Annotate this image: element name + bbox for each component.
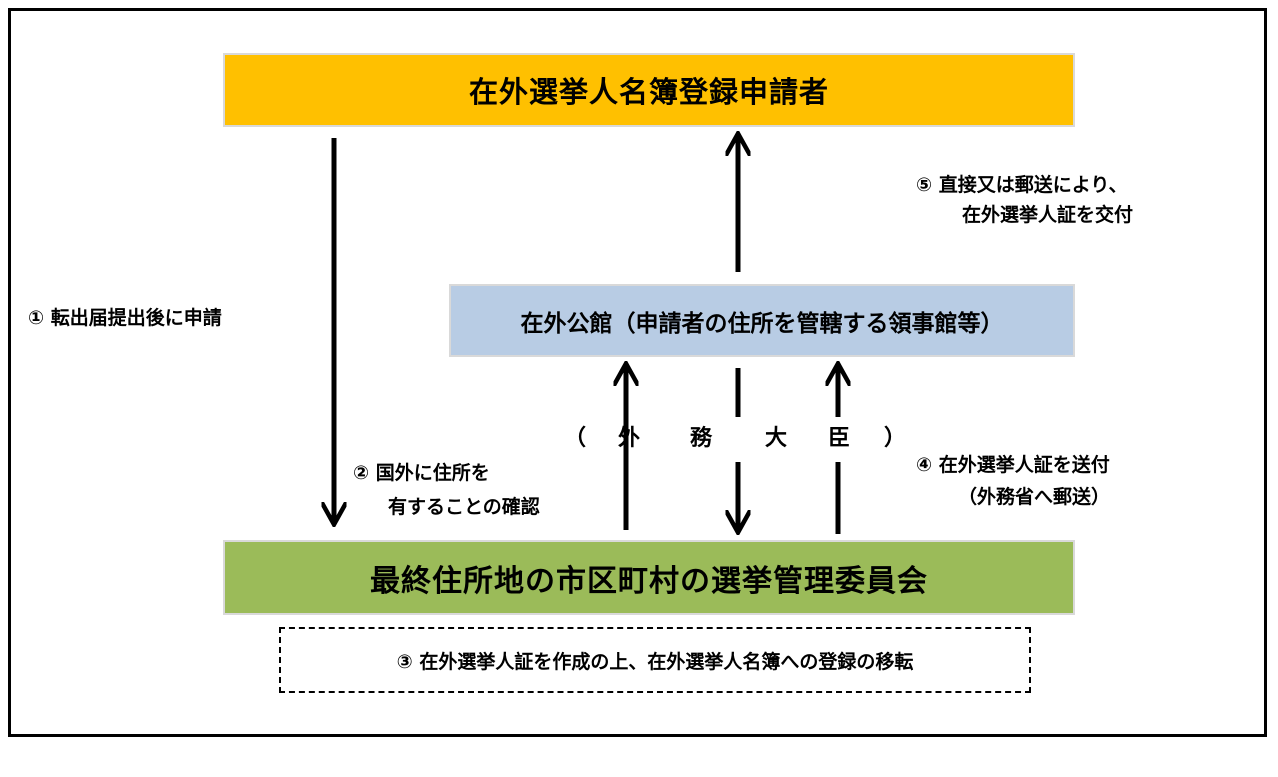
applicant-node: 在外選挙人名簿登録申請者: [223, 53, 1075, 127]
mofa-char-3: 大: [765, 426, 788, 451]
step2-label-line1: ② 国外に住所を: [353, 462, 490, 484]
consulate-node: 在外公館（申請者の住所を管轄する領事館等）: [449, 284, 1075, 357]
mofa-char-4: 臣: [828, 426, 851, 451]
election-committee-label: 最終住所地の市区町村の選挙管理委員会: [370, 563, 928, 599]
mofa-open-paren: （: [564, 426, 587, 451]
diagram-frame: [8, 8, 1267, 737]
consulate-label: 在外公館（申請者の住所を管轄する領事館等）: [520, 310, 1004, 337]
mofa-char-1: 外: [618, 426, 641, 451]
election-committee-node: 最終住所地の市区町村の選挙管理委員会: [223, 540, 1075, 615]
applicant-label: 在外選挙人名簿登録申請者: [468, 75, 829, 109]
step5-label-line1: ⑤ 直接又は郵送により、: [916, 174, 1128, 196]
step4-label-line1: ④ 在外選挙人証を送付: [916, 454, 1110, 476]
step2-label-line2: 有することの確認: [388, 496, 540, 518]
mofa-char-2: 務: [690, 426, 713, 451]
step1-label: ① 転出届提出後に申請: [28, 307, 222, 329]
step3-label: ③ 在外選挙人証を作成の上、在外選挙人名簿への登録の移転: [396, 650, 914, 673]
step4-label-line2: （外務省へ郵送）: [958, 486, 1111, 508]
mofa-close-paren: ）: [884, 426, 907, 451]
step3-box: ③ 在外選挙人証を作成の上、在外選挙人名簿への登録の移転: [279, 627, 1031, 693]
step5-label-line2: 在外選挙人証を交付: [962, 204, 1134, 226]
